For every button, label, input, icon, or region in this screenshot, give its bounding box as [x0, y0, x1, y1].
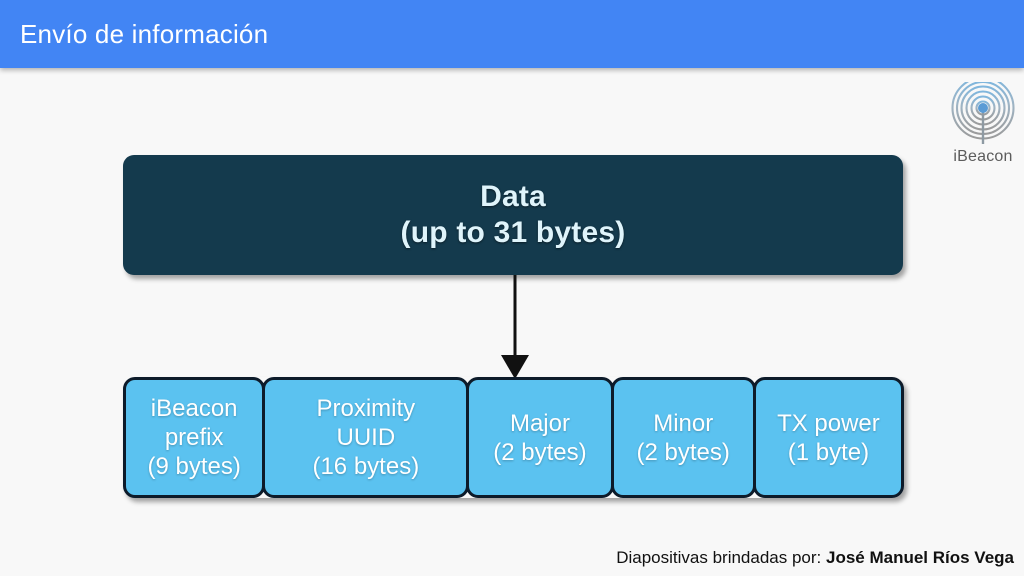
footer-prefix: Diapositivas brindadas por: — [616, 548, 826, 567]
packet-field-major-line-1: Major — [509, 409, 570, 437]
slide-title-bar: Envío de información — [0, 0, 1024, 68]
data-box-subtitle: (up to 31 bytes) — [400, 216, 626, 249]
packet-field-tx-power: TX power(1 byte) — [752, 377, 904, 498]
packet-field-ibeacon-prefix-line-2: prefix — [164, 424, 224, 451]
packet-field-minor: Minor(2 bytes) — [610, 377, 756, 498]
packet-field-ibeacon-prefix-line-3: (9 bytes) — [147, 453, 241, 480]
footer-author: José Manuel Ríos Vega — [825, 548, 1014, 567]
packet-field-tx-power-line-2: (1 byte) — [787, 438, 870, 466]
data-box-title: Data — [480, 180, 546, 213]
packet-field-proximity-uuid-line-1: Proximity — [316, 395, 416, 422]
packet-field-major: Major(2 bytes) — [466, 377, 614, 498]
packet-field-minor-line-1: Minor — [653, 409, 714, 437]
packet-field-proximity-uuid-line-2: UUID — [336, 424, 396, 451]
ibeacon-logo: iBeacon — [940, 82, 1024, 174]
footer-credit: Diapositivas brindadas por: José Manuel … — [0, 548, 1014, 568]
ibeacon-rings-icon — [951, 82, 1015, 144]
packet-field-minor-line-2: (2 bytes) — [636, 438, 730, 466]
packet-field-tx-power-line-1: TX power — [777, 409, 880, 437]
packet-field-proximity-uuid-line-3: (16 bytes) — [312, 453, 420, 480]
page-title: Envío de información — [20, 19, 269, 49]
ibeacon-logo-caption: iBeacon — [953, 148, 1013, 165]
down-arrow-icon — [501, 275, 529, 379]
packet-field-ibeacon-prefix-line-1: iBeacon — [150, 395, 238, 422]
data-box: Data (up to 31 bytes) — [123, 155, 903, 275]
packet-field-major-line-2: (2 bytes) — [493, 438, 587, 466]
